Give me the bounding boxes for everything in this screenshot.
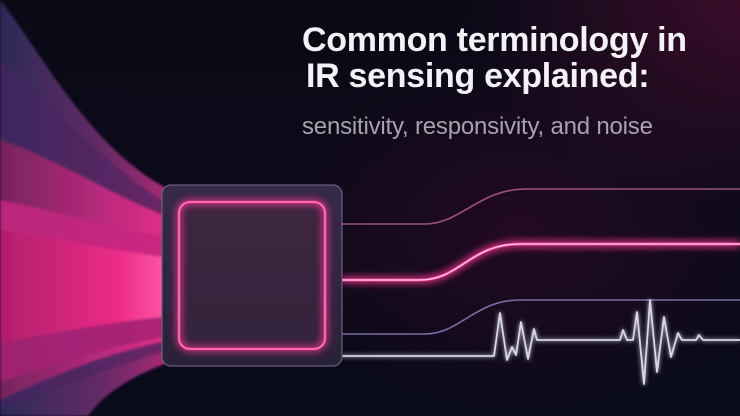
subtitle: sensitivity, responsivity, and noise <box>302 113 653 140</box>
signal-lines <box>342 188 740 335</box>
noise-waveform <box>342 299 740 385</box>
title-line-1: Common terminology in <box>302 21 687 59</box>
sensor-chip-icon <box>161 184 343 367</box>
ir-beam-fan-icon <box>0 0 170 416</box>
title-line-2: IR sensing explained: <box>306 57 650 95</box>
page-title: Common terminology in IR sensing explain… <box>302 22 687 94</box>
